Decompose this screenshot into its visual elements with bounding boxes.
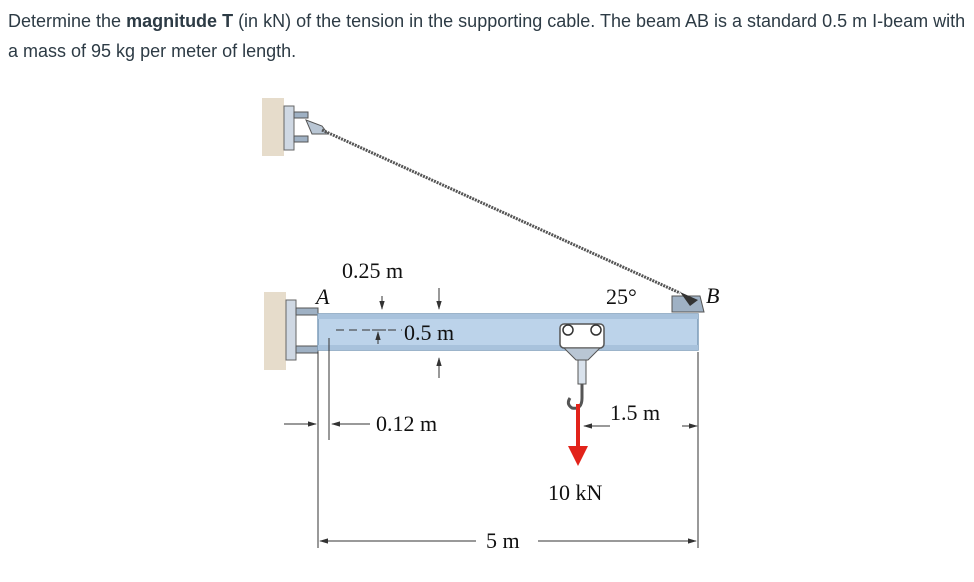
question-text-start: Determine the	[8, 11, 127, 31]
trolley	[559, 323, 605, 410]
dim-5: 5 m	[486, 528, 520, 553]
dim-1-5: 1.5 m	[610, 400, 660, 425]
angle-label: 25°	[606, 284, 637, 309]
lower-wall-support	[264, 292, 336, 370]
dim-0-12: 0.12 m	[376, 411, 437, 436]
question-text-rest: (in kN) of the tension in the supporting…	[8, 11, 966, 61]
label-B: B	[706, 283, 719, 308]
dim-0-25: 0.25 m	[342, 258, 403, 283]
support-cable	[321, 128, 681, 295]
i-beam-AB	[317, 313, 699, 351]
load-label: 10 kN	[548, 480, 603, 505]
upper-wall-support	[262, 98, 329, 156]
hook	[566, 384, 584, 410]
problem-statement: Determine the magnitude T (in kN) of the…	[8, 6, 966, 66]
dim-0-5: 0.5 m	[404, 320, 454, 345]
question-bold-term: magnitude T	[126, 11, 234, 31]
label-A: A	[314, 284, 330, 309]
